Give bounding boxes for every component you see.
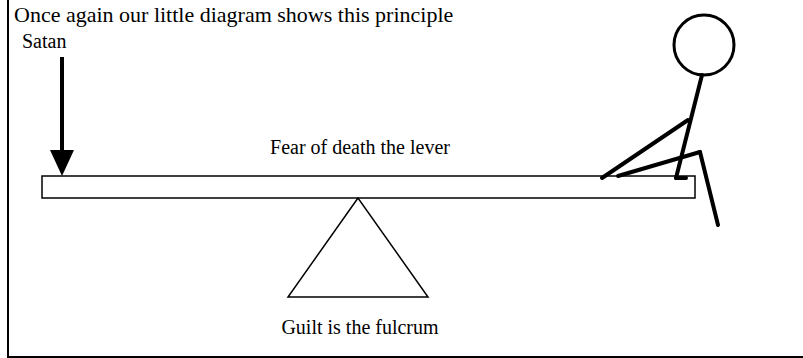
lever-plank	[42, 176, 695, 198]
force-label: Satan	[22, 30, 66, 53]
fulcrum-label: Guilt is the fulcrum	[281, 316, 438, 339]
stick-figure	[602, 15, 734, 225]
intro-sentence: Once again our little diagram shows this…	[14, 2, 453, 27]
fulcrum-triangle	[288, 198, 428, 297]
frame-line	[8, 356, 803, 358]
lever-label: Fear of death the lever	[270, 136, 450, 159]
frame-line	[7, 0, 9, 358]
force-arrow	[50, 57, 74, 176]
